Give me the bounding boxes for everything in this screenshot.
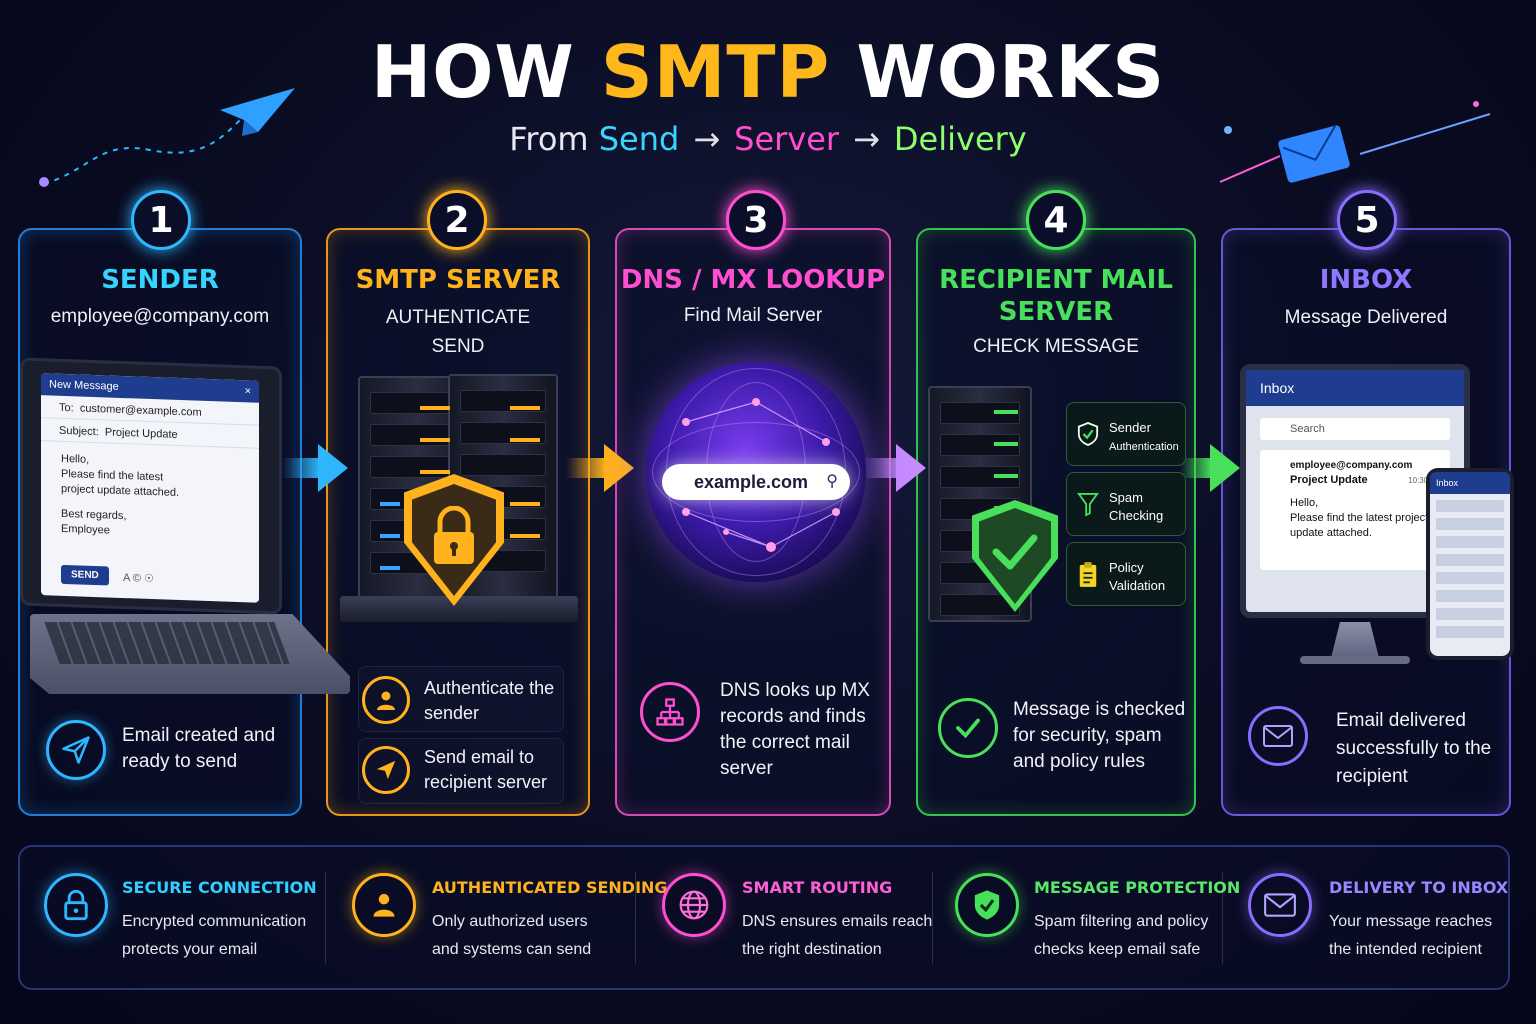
lock-icon [434, 506, 474, 564]
page-title: HOW SMTP WORKS [370, 30, 1166, 114]
step-title-dns-lookup: DNS / MX LOOKUP [620, 265, 886, 295]
step-number-1: 1 [131, 190, 191, 250]
step-title-inbox: INBOX [1319, 265, 1413, 295]
shield-icon [1077, 421, 1099, 447]
smtp-item-text-1: Authenticate the sender [424, 678, 555, 723]
step-subtitle-inbox: Message Delivered [1284, 307, 1448, 328]
phone-inbox: Inbox [1426, 468, 1514, 660]
server-platform [340, 596, 578, 622]
step-title-recipient-line2: SERVER [998, 297, 1114, 327]
page-subtitle: From Send→Server→Delivery [509, 120, 1027, 158]
shield-check-icon [955, 873, 1019, 937]
step-subtitle-sender: employee@company.com [50, 306, 270, 327]
check-icon [992, 534, 1038, 570]
search-icon: ⚲ [826, 473, 838, 490]
step-description-inbox: Email delivered successfully to the reci… [1336, 710, 1492, 787]
server-lights [380, 406, 540, 570]
connector-arrow-3 [862, 458, 902, 478]
user-icon [362, 676, 410, 724]
domain-search-input[interactable]: example.com⚲ [662, 464, 850, 500]
smtp-item-card-1 [358, 666, 564, 732]
user-icon [352, 873, 416, 937]
paper-plane-icon [46, 720, 106, 780]
feature-title-secure-connection: SECURE CONNECTION [122, 878, 317, 897]
envelope-icon [1248, 873, 1312, 937]
network-icon [640, 682, 700, 742]
step-number-3: 3 [726, 190, 786, 250]
inbox-search-input[interactable]: Search [1260, 418, 1450, 440]
compose-toolbar[interactable]: A © ☉ [123, 572, 154, 586]
phone-header: Inbox [1430, 472, 1510, 494]
compose-window: New Message× To: customer@example.com Su… [41, 373, 259, 603]
feature-title-authenticated-sending: AUTHENTICATED SENDING [432, 878, 668, 897]
feature-title-message-protection: MESSAGE PROTECTION [1034, 878, 1241, 897]
chevron-right-icon [604, 444, 634, 492]
chevron-right-icon [896, 444, 926, 492]
feature-title-delivery-to-inbox: DELIVERY TO INBOX [1329, 878, 1509, 897]
clipboard-icon [1077, 561, 1099, 589]
decorative-envelope-icon [1219, 101, 1491, 183]
step-title-sender: SENDER [101, 265, 219, 295]
step-title-recipient-line1: RECIPIENT MAIL [939, 265, 1173, 295]
check-circle-icon [938, 698, 998, 758]
decorative-paper-plane-icon [39, 88, 295, 187]
step-subtitle-smtp-line1: AUTHENTICATE [385, 307, 531, 328]
smtp-item-text-2: Send email to recipient server [424, 747, 548, 792]
step-subtitle-dns-lookup: Find Mail Server [683, 305, 823, 326]
send-button[interactable]: SEND [61, 564, 109, 586]
step-number-5: 5 [1337, 190, 1397, 250]
step-title-smtp-server: SMTP SERVER [355, 265, 561, 295]
close-icon[interactable]: × [244, 385, 251, 398]
compose-body[interactable]: Hello, Please find the latest project up… [61, 452, 180, 537]
monitor-foot [1300, 656, 1410, 664]
filter-icon [1077, 491, 1099, 517]
chevron-right-icon [1210, 444, 1240, 492]
paper-plane-icon [362, 746, 410, 794]
step-description-dns: DNS looks up MX records and finds the co… [720, 680, 870, 779]
chevron-right-icon [318, 444, 348, 492]
smtp-item-card-2 [358, 738, 564, 804]
connector-arrow-1 [282, 458, 320, 478]
step-description-recipient: Message is checked for security, spam an… [1013, 699, 1186, 772]
step-subtitle-smtp-line2: SEND [431, 336, 485, 357]
envelope-icon [1248, 706, 1308, 766]
connector-arrow-2 [566, 458, 606, 478]
step-number-4: 4 [1026, 190, 1086, 250]
feature-title-smart-routing: SMART ROUTING [742, 878, 893, 897]
laptop-screen: New Message× To: customer@example.com Su… [20, 357, 282, 615]
lock-icon [44, 873, 108, 937]
connector-arrow-4 [1180, 458, 1212, 478]
inbox-header: Inbox [1246, 370, 1464, 406]
step-subtitle-check-message: CHECK MESSAGE [973, 336, 1139, 357]
globe-network-lines [682, 398, 840, 552]
step-description-sender: Email created and ready to send [122, 725, 276, 772]
globe-icon [662, 873, 726, 937]
laptop-keyboard [44, 622, 290, 664]
step-number-2: 2 [427, 190, 487, 250]
monitor-stand [1330, 622, 1380, 662]
